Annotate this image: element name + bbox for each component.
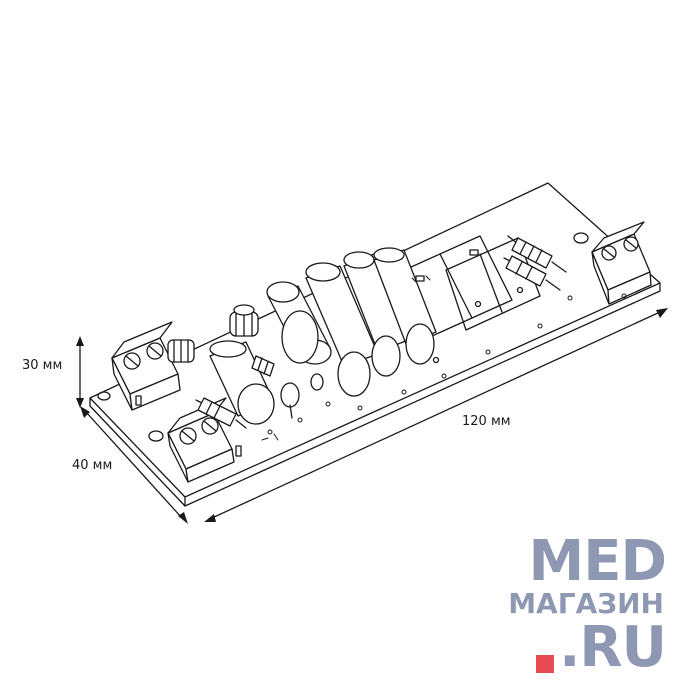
terminal-block — [591, 221, 652, 305]
dimension-label-height: 30 мм — [22, 358, 63, 373]
solder-pads — [261, 275, 627, 441]
resistor — [251, 355, 275, 377]
dimension-arrow-length — [204, 308, 668, 522]
watermark-line3: .RU — [559, 615, 667, 680]
resistor — [507, 235, 567, 273]
watermark-line2: МАГАЗИН — [508, 587, 664, 620]
dimension-label-depth: 40 мм — [72, 458, 113, 473]
dimension-arrow-height — [76, 336, 84, 408]
inductor — [280, 373, 324, 419]
capacitor — [209, 340, 275, 425]
dimension-label-length: 120 мм — [462, 414, 511, 429]
watermark-dot — [536, 655, 554, 673]
inductor — [167, 339, 195, 363]
dimension-arrow-depth — [80, 406, 188, 524]
capacitor — [266, 281, 332, 365]
inductor — [229, 304, 259, 337]
terminal-block — [111, 321, 181, 411]
watermark-line1: MED — [528, 529, 667, 594]
resistor — [503, 255, 561, 291]
capacitor — [373, 247, 437, 365]
capacitor — [343, 251, 409, 377]
capacitor — [305, 262, 379, 397]
resistor — [195, 397, 247, 429]
